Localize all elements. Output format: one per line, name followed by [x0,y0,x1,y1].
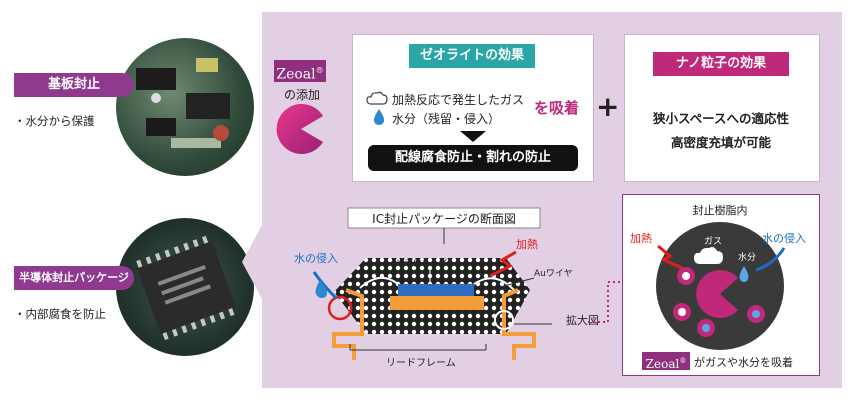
semiconductor-package-label: 半導体封止パッケージ [14,266,134,290]
particle-4-water [752,310,760,318]
lead-left [332,288,364,360]
resin-zeoal-reg-mark: ® [679,357,687,365]
resin-caption: がガスや水分を吸着 [694,356,793,369]
circuit-board-photo [116,38,254,176]
zeoal-reg-mark: ® [315,66,324,75]
additive-label: の添加 [284,88,321,102]
zeolite-result-bar: 配線腐食防止・割れの防止 [368,145,578,171]
water-ingress-circle [327,295,353,321]
water-drop-icon [373,109,385,125]
cs-heat-label: 加熱 [516,238,538,251]
substrate-seal-label: 基板封止 [14,73,134,97]
nano-line2: 高密度充填が可能 [670,135,771,150]
zeoal-pacman-icon [276,104,323,154]
au-wire-right [473,277,515,291]
resin-water-small-label: 水分 [738,251,756,263]
down-arrow-icon [460,131,486,142]
particle-2-gas [678,308,686,316]
cs-chip-label: 半導体チップ [396,258,448,269]
zeolite-gas-line: 加熱反応で発生したガス [392,93,525,107]
ic-package-photo [116,218,254,356]
semiconductor-package-note: ・内部腐食を防止 [14,307,106,321]
resin-heat-label: 加熱 [630,232,652,245]
particle-3-water [702,324,710,332]
gas-cloud-icon [366,91,388,105]
ic-chip-pattern [136,235,236,341]
resin-zeoal-logo-text: Zeoal [645,357,680,371]
zeoal-logo-text: Zeoal [276,66,316,83]
cs-water-drop-icon [315,280,328,298]
cs-water-label: 水の侵入 [294,252,338,265]
au-wire-left [359,277,399,289]
zeoal-logo: Zeoal® [274,60,326,83]
resin-gas-label: ガス [704,236,722,247]
resin-title: 封止樹脂内 [692,204,748,217]
wire-leader-line [503,277,535,287]
resin-water-arrow [755,247,786,272]
cs-wire-label: Auワイヤ [534,269,573,279]
nano-effect-title: ナノ粒子の効果 [653,52,789,76]
lead-frame-pad [390,296,484,310]
cs-lead-label: リードフレーム [386,357,456,369]
zeolite-adsorb-label: を吸着 [534,99,580,117]
water-ingress-arrow [312,271,338,300]
substrate-seal-note: ・水分から保護 [14,114,95,128]
circuit-board-pattern [136,58,230,148]
resin-water-in-label: 水の侵入 [762,232,806,245]
resin-gas-cloud-icon [694,247,723,264]
zeolite-effect-title: ゼオライトの効果 [409,44,535,68]
cs-zoom-label: 拡大図 [566,313,599,327]
panel-connector [242,214,268,310]
zoom-target-circle [494,310,514,330]
cross-section-title: IC封止パッケージの断面図 [372,211,516,226]
resin-pacman-icon [696,270,738,318]
nano-line1: 狭小スペースへの適応性 [652,111,789,126]
lead-right [502,288,536,360]
particle-1-gas [682,272,690,280]
heat-arrow [489,250,517,278]
resin-interior-diagram: 加熱 水の侵入 ガス 水分 [630,222,806,350]
zeolite-water-line: 水分（残留・侵入） [392,112,501,126]
resin-water-drop-icon [739,266,749,282]
plus-sign: + [596,90,620,123]
resin-heat-arrow [657,244,683,270]
ic-cross-section-diagram: IC封止パッケージの断面図 水の侵入 半導体チップ 加熱 Auワイヤ 拡大図 リ… [294,207,599,369]
resin-zeoal-logo: Zeoal® [642,352,690,371]
semiconductor-chip [398,284,474,296]
